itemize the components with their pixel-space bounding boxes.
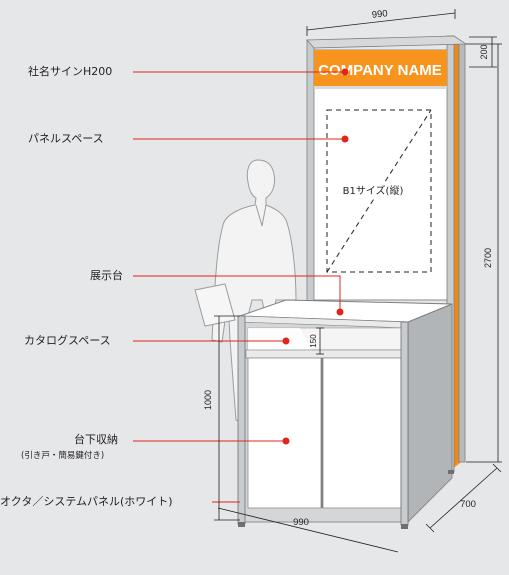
dim-total-height: 2700	[483, 248, 493, 268]
label-under-storage: 台下収納	[74, 433, 118, 446]
b1-panel-area	[326, 109, 432, 273]
dim-counter-height: 1000	[203, 390, 213, 410]
label-display-stand: 展示台	[90, 269, 123, 282]
leader-lines	[133, 68, 349, 503]
b1-size-label: B1サイズ(縦)	[343, 184, 404, 197]
back-tower: COMPANY NAME B1サイズ(縦)	[306, 35, 468, 473]
label-panel-space: パネルスペース	[28, 132, 104, 145]
dim-depth: 700	[460, 499, 476, 510]
label-company-sign: 社名サインH200	[28, 65, 113, 78]
dimension-lines	[214, 9, 502, 553]
counter	[237, 299, 454, 529]
dim-sign-height: 200	[479, 44, 489, 59]
sliding-door-left	[247, 357, 322, 509]
person-silhouette	[194, 159, 297, 423]
label-under-storage-note: (引き戸・簡易鍵付き)	[21, 451, 105, 461]
label-frame-system: オクタ／システムパネル(ホワイト)	[0, 495, 173, 508]
dim-shelf-gap: 150	[309, 334, 318, 348]
left-post	[306, 39, 315, 303]
company-sign-band	[314, 50, 447, 86]
company-sign-text: COMPANY NAME	[318, 62, 442, 79]
label-catalog-space: カタログスペース	[24, 334, 111, 347]
sliding-door-right	[322, 357, 402, 509]
dim-top-width: 990	[371, 8, 388, 21]
dim-bottom-width: 990	[293, 517, 309, 528]
counter-side-panel	[407, 303, 453, 523]
